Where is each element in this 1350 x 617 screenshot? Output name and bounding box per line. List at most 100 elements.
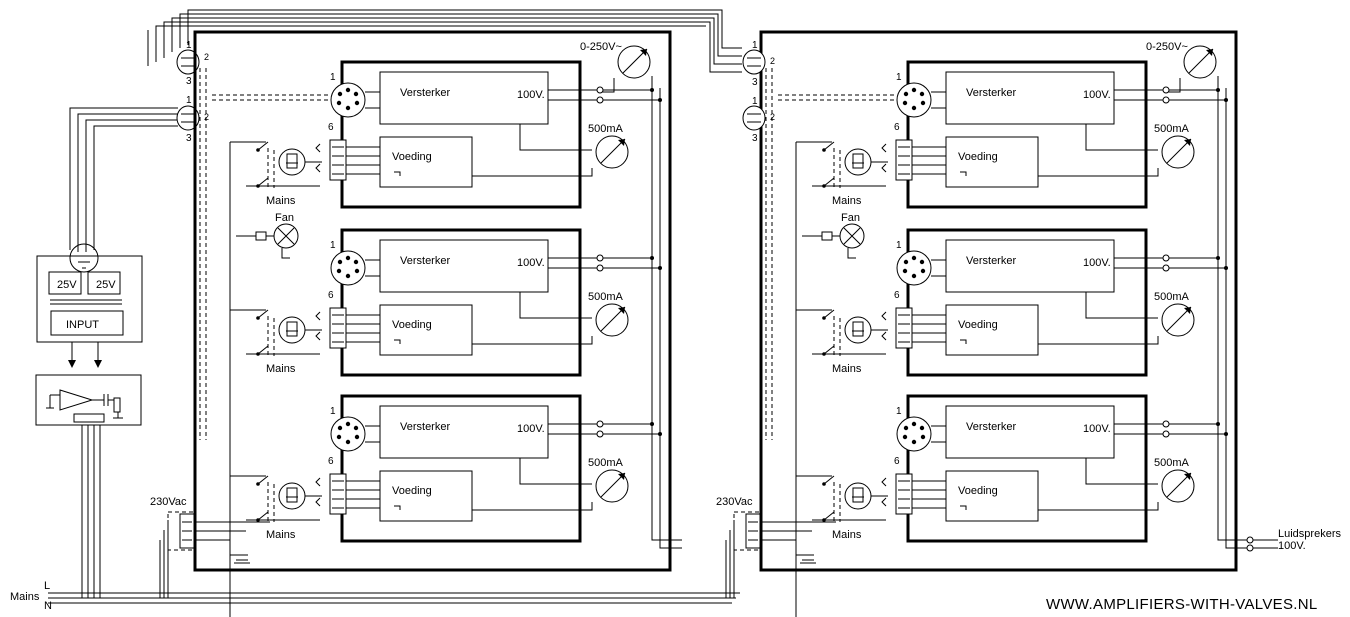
psu-label: Voeding	[392, 151, 432, 163]
wire	[1225, 88, 1248, 549]
pin-label: 1	[330, 72, 336, 83]
din-pin	[903, 259, 909, 265]
switch-pivot	[256, 148, 260, 152]
wire	[346, 146, 380, 175]
fan-connector-icon	[821, 231, 833, 241]
amplifier-output-label: 100V.	[517, 89, 545, 101]
psu-box	[379, 304, 473, 356]
wire	[519, 124, 592, 151]
wire	[229, 475, 266, 617]
psu-connector-icon	[881, 307, 913, 349]
tap-terminal	[1162, 264, 1170, 272]
transformer: 25V 25V INPUT	[36, 255, 143, 343]
wire	[257, 141, 269, 151]
din-pin	[353, 259, 359, 265]
wire	[394, 339, 401, 344]
wire	[823, 309, 835, 319]
wire	[659, 88, 682, 549]
ammeter-label: 500mA	[1154, 291, 1190, 303]
din-pin	[920, 100, 926, 106]
ammeter-label: 500mA	[1154, 457, 1190, 469]
wire	[823, 511, 835, 521]
pin-label: 1	[752, 40, 758, 51]
junction	[650, 256, 654, 260]
ac-inlet: 230Vac	[716, 496, 836, 598]
speaker-output: Luidsprekers 100V.	[1278, 528, 1341, 552]
mains-switch-label: Mains	[266, 363, 296, 375]
signal-connector-second: 132	[742, 96, 775, 144]
din-pin	[345, 273, 351, 279]
connector-chevrons	[315, 311, 321, 341]
din-pin	[336, 434, 342, 440]
wire	[795, 141, 832, 310]
pin-label: 1	[896, 72, 902, 83]
din-socket-body	[330, 250, 366, 286]
pin-label: 3	[186, 133, 192, 144]
channel-frame	[340, 60, 582, 209]
wire	[194, 521, 270, 541]
pin-label: 1	[330, 240, 336, 251]
wire	[472, 168, 593, 177]
mains-switch-label: Mains	[832, 195, 862, 207]
wire	[847, 248, 856, 259]
tube-anode	[286, 487, 298, 503]
switch-pivot	[256, 316, 260, 320]
tap-terminal	[596, 86, 604, 94]
tube-anode	[286, 153, 298, 169]
din-pin	[353, 425, 359, 431]
din-pin	[354, 100, 360, 106]
wire	[960, 505, 967, 510]
junction	[650, 422, 654, 426]
signal-connector-top: 132	[742, 40, 775, 88]
din-pin	[354, 268, 360, 274]
din-pin	[919, 425, 925, 431]
psu-box	[379, 136, 473, 188]
mains-switch-icon	[256, 475, 269, 486]
tube-anode	[852, 321, 864, 337]
din-pin	[354, 434, 360, 440]
transformer-input-label: INPUT	[66, 319, 99, 331]
amplifier-output-label: 100V.	[1083, 423, 1111, 435]
tap-terminal	[1162, 420, 1170, 428]
din-pin	[345, 439, 351, 445]
wire	[365, 91, 380, 109]
din-pin	[911, 87, 917, 93]
speakers-label: Luidsprekers	[1278, 528, 1341, 540]
tap-terminal	[596, 430, 604, 438]
tap-terminal	[596, 264, 604, 272]
meter-arrow	[1184, 473, 1191, 480]
pin-label: 6	[894, 456, 900, 467]
mains-switch-icon	[822, 141, 835, 152]
meter-arrow	[1184, 139, 1191, 146]
tap-terminal	[1162, 96, 1170, 104]
mains-switch-icon	[822, 475, 835, 486]
amplifier-box	[945, 405, 1115, 459]
wire	[931, 91, 946, 109]
din-pin	[920, 434, 926, 440]
fan-label: Fan	[275, 212, 294, 224]
connector-body	[895, 307, 913, 349]
din-pin	[911, 421, 917, 427]
amplifier-label: Versterker	[966, 87, 1016, 99]
valve-tube-icon	[844, 316, 872, 344]
channel-frame	[340, 228, 582, 377]
din-pin	[911, 105, 917, 111]
din-pin	[337, 259, 343, 265]
fan: Fan	[236, 212, 299, 259]
connector-body	[895, 473, 913, 515]
psu-box	[379, 470, 473, 522]
wire	[912, 314, 946, 343]
voltmeter	[617, 45, 651, 79]
connector-chevrons	[881, 311, 887, 341]
switch-pivot	[256, 482, 260, 486]
wire	[748, 521, 758, 541]
wire	[519, 458, 592, 485]
mains-switch-icon	[256, 309, 269, 320]
din-pin	[903, 91, 909, 97]
din-socket-icon	[896, 82, 932, 118]
switch-pivot	[822, 482, 826, 486]
din-socket-body	[330, 82, 366, 118]
psu-connector-icon	[881, 139, 913, 181]
